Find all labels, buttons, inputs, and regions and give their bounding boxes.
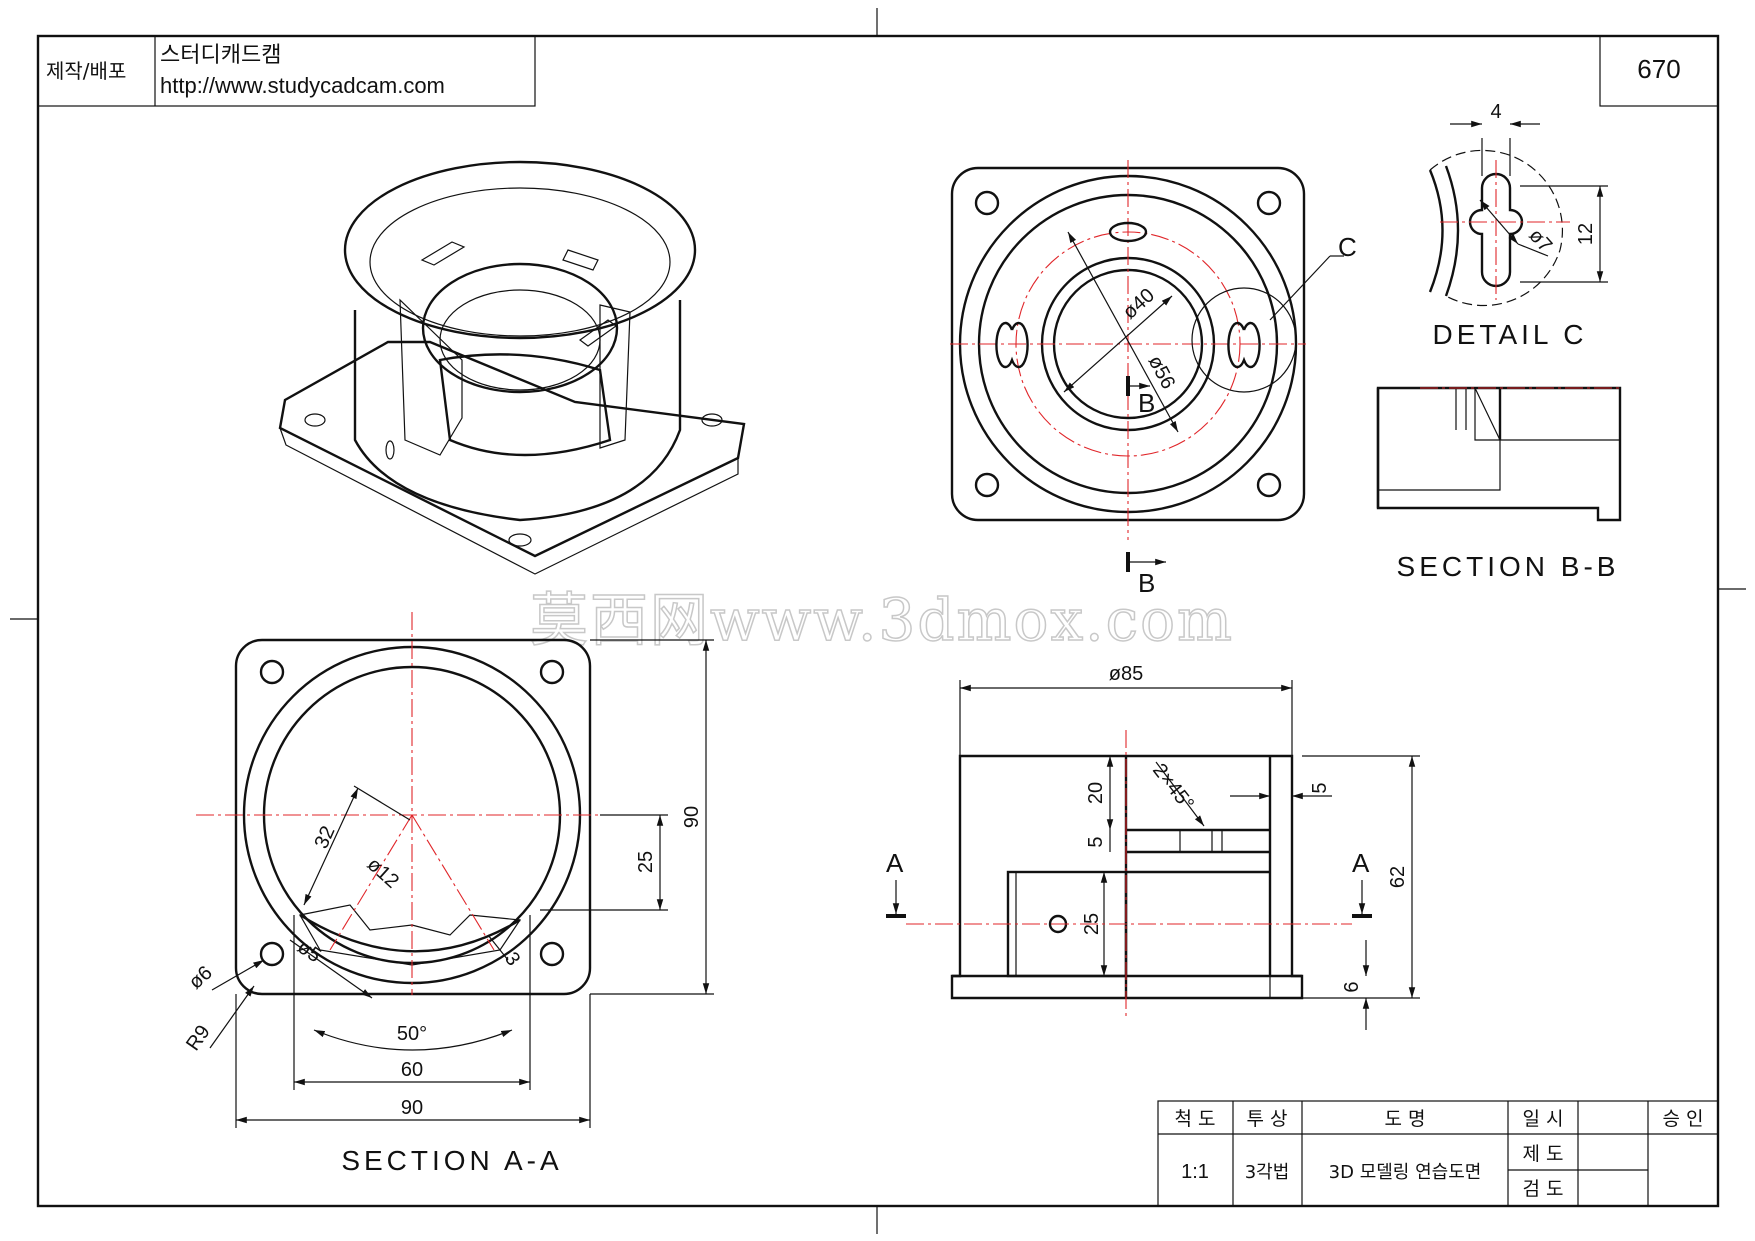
isometric-view [278, 160, 746, 575]
detail-c-label: DETAIL C [1433, 319, 1588, 350]
approval-label: 승 인 [1663, 1108, 1704, 1130]
section-b-label-bottom: B [1138, 568, 1155, 598]
front-height-label: 62 [1387, 866, 1409, 888]
maker-url: http://www.studycadcam.com [160, 73, 445, 98]
front-chamfer-label: 2×45° [1148, 760, 1198, 815]
top-inner-dia-label: ø40 [1119, 284, 1159, 323]
sheet-frame [10, 8, 1746, 1234]
drawing-number: 670 [1637, 54, 1680, 84]
header-box: 제작/배포 스터디캐드캠 http://www.studycadcam.com … [37, 35, 1719, 107]
section-bb-view: SECTION B-B [1376, 386, 1622, 582]
detail-c-height-label: 12 [1575, 223, 1597, 245]
drawn-label: 제 도 [1523, 1143, 1564, 1165]
section-aa-width-label: 90 [401, 1097, 423, 1119]
section-aa-angle-label: 50° [397, 1023, 427, 1045]
section-a-label-left: A [886, 848, 904, 878]
projection-value: 3각법 [1245, 1162, 1290, 1183]
title-block: 척 도 투 상 도 명 일 시 승 인 1:1 3각법 3D 모델링 연습도면 … [1157, 1100, 1719, 1207]
maker-label: 제작/배포 [46, 59, 126, 83]
section-aa-view: 32 ø12 25 90 ø6 R9 ø5 3 50° 60 90 SECTIO… [182, 612, 714, 1176]
projection-label: 투 상 [1247, 1108, 1288, 1130]
section-aa-slot-dia-label: ø5 [293, 936, 325, 967]
section-aa-hole-dia-label: ø6 [185, 962, 217, 994]
top-view: C ø40 ø56 B B [950, 160, 1357, 598]
checked-label: 검 도 [1523, 1178, 1564, 1200]
title-label: 도 명 [1385, 1108, 1426, 1130]
top-pcd-label: ø56 [1144, 352, 1180, 393]
scale-label: 척 도 [1175, 1108, 1216, 1130]
front-depth-top-label: 20 [1085, 782, 1107, 804]
maker-name: 스터디캐드캠 [160, 43, 281, 68]
watermark: 莫西网www.3dmox.com [530, 586, 1234, 654]
section-aa-slot-width-label: 3 [500, 948, 524, 970]
detail-c-dia-label: ø7 [1524, 225, 1556, 257]
section-aa-bore-label: ø12 [363, 853, 403, 892]
detail-c-callout: C [1338, 232, 1357, 262]
section-a-label-right: A [1352, 848, 1370, 878]
detail-c-width-label: 4 [1490, 101, 1501, 123]
front-wall-label: 5 [1309, 782, 1331, 793]
section-aa-radius-label: 32 [310, 823, 339, 852]
scale-value: 1:1 [1181, 1161, 1209, 1183]
section-aa-height-label: 90 [681, 806, 703, 828]
front-diameter-label: ø85 [1109, 663, 1143, 685]
front-groove-label: 5 [1085, 836, 1107, 847]
section-bb-label: SECTION B-B [1397, 551, 1620, 582]
front-base-label: 6 [1341, 981, 1363, 992]
section-aa-corner-radius-label: R9 [182, 1021, 215, 1055]
title-value: 3D 모델링 연습도면 [1329, 1162, 1482, 1183]
detail-c-view: ø7 4 12 DETAIL C [1428, 101, 1608, 350]
front-view: ø85 20 5 2×45° 5 62 25 6 A A [886, 663, 1420, 1030]
section-aa-span-label: 60 [401, 1059, 423, 1081]
date-label: 일 시 [1523, 1108, 1564, 1130]
section-aa-offset-label: 25 [635, 851, 657, 873]
section-b-label-top: B [1138, 388, 1155, 418]
section-aa-label: SECTION A-A [341, 1145, 562, 1176]
